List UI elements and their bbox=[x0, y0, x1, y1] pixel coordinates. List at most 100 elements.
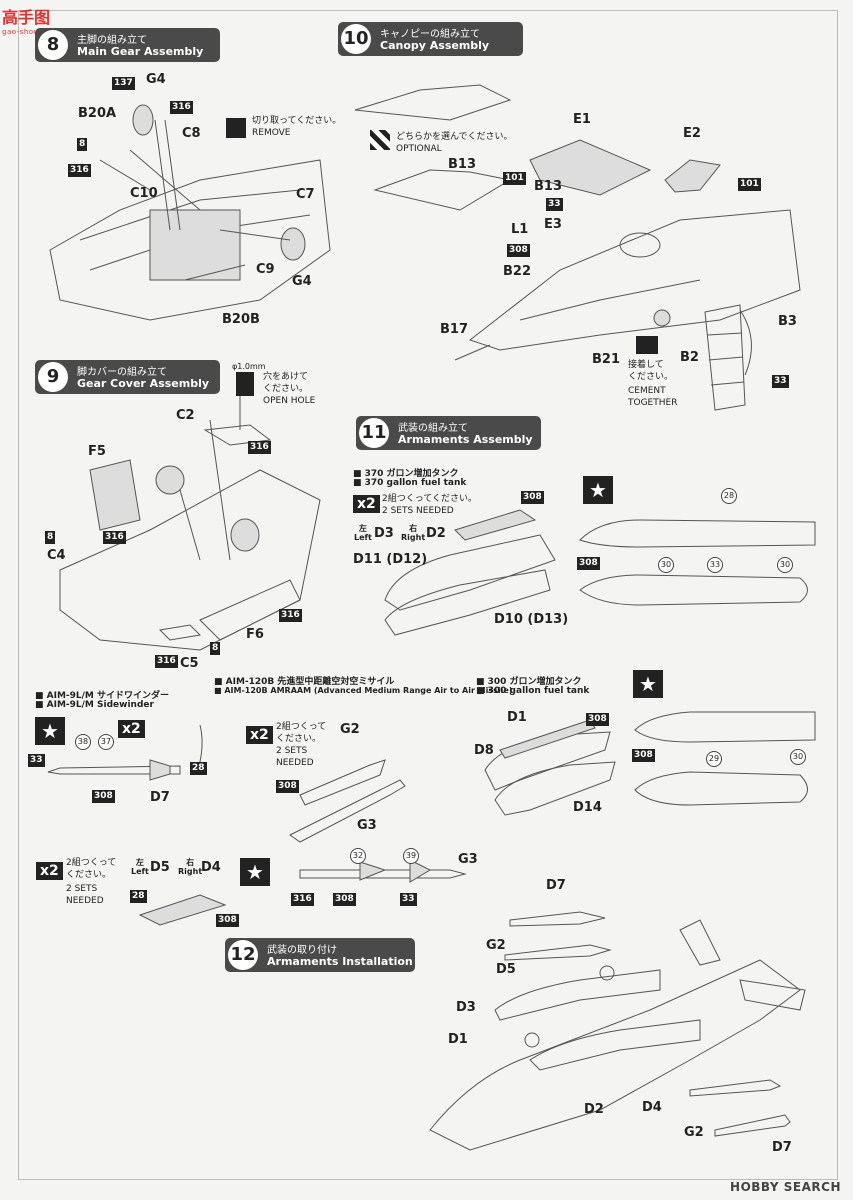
part-g2-install-bottom: G2 bbox=[684, 1125, 704, 1140]
step-8-title-en: Main Gear Assembly bbox=[77, 45, 204, 58]
step10-art bbox=[354, 84, 801, 411]
paint-101-left: 101 bbox=[503, 172, 526, 185]
part-d3: D3 bbox=[374, 526, 394, 541]
paint-308-aim120: 308 bbox=[276, 780, 299, 793]
part-g3-aim120: G3 bbox=[357, 818, 377, 833]
aim120-title-jp: AIM-120B 先進型中距離空対空ミサイル bbox=[214, 674, 395, 687]
part-d1-tank300: D1 bbox=[507, 710, 527, 725]
tank300-title-en: 300 gallon fuel tank bbox=[476, 686, 590, 696]
star-icon-tank370: ★ bbox=[583, 476, 613, 504]
step-10-number: 10 bbox=[341, 24, 371, 54]
left-jp: 左 bbox=[358, 524, 367, 533]
x2-badge-tank370: x2 bbox=[353, 495, 380, 513]
step-11-title-en: Armaments Assembly bbox=[398, 433, 533, 446]
part-d7-install-top: D7 bbox=[546, 878, 566, 893]
paint-308-l1: 308 bbox=[507, 244, 530, 257]
tank370-title-en: 370 gallon fuel tank bbox=[353, 478, 467, 488]
part-b13: B13 bbox=[534, 179, 562, 194]
sets-note-jp-aim120-a: 2組つくって bbox=[276, 722, 327, 732]
tank300-title-jp: 300 ガロン増加タンク bbox=[476, 674, 582, 687]
hole-note-en: OPEN HOLE bbox=[263, 396, 316, 406]
step-12-title-en: Armaments Installation bbox=[267, 955, 413, 968]
step-9-title-en: Gear Cover Assembly bbox=[77, 377, 210, 390]
part-d2-tank: D2 bbox=[426, 526, 446, 541]
paint-308-aim120-side: 308 bbox=[333, 893, 356, 906]
paint-8-c4: 8 bbox=[45, 531, 56, 544]
scissors-icon bbox=[226, 118, 246, 138]
hole-diameter: φ1.0mm bbox=[232, 362, 266, 371]
paint-308-tank300: 308 bbox=[632, 749, 655, 762]
step11-art bbox=[47, 509, 816, 926]
paint-33-b13: 33 bbox=[546, 198, 563, 211]
left-jp-d5: 左 bbox=[135, 858, 144, 867]
paint-308-tank370-pylon: 308 bbox=[521, 491, 544, 504]
right-jp: 右 bbox=[409, 524, 418, 533]
step-11-title-jp: 武装の組み立て bbox=[398, 423, 468, 434]
step-12-header: 12 武装の取り付け Armaments Installation bbox=[225, 938, 415, 972]
page-frame bbox=[18, 10, 838, 1180]
part-g4-top: G4 bbox=[146, 72, 166, 87]
step-9-number: 9 bbox=[38, 362, 68, 392]
part-g2-install-top: G2 bbox=[486, 938, 506, 953]
part-g2-aim120: G2 bbox=[340, 722, 360, 737]
paint-29: 29 bbox=[706, 751, 722, 767]
brand-watermark: HOBBY SEARCH bbox=[730, 1180, 841, 1194]
step-10-header: 10 キャノピーの組み立て Canopy Assembly bbox=[338, 22, 523, 56]
part-l1: L1 bbox=[511, 222, 529, 237]
part-e1: E1 bbox=[573, 112, 591, 127]
sets-note-jp-pylon-b: ください。 bbox=[66, 870, 112, 880]
part-f6: F6 bbox=[246, 627, 264, 642]
part-d11: D11 (D12) bbox=[353, 552, 428, 567]
x2-badge-pylon: x2 bbox=[36, 862, 63, 880]
part-e2: E2 bbox=[683, 126, 701, 141]
sets-note-jp-pylon-a: 2組つくって bbox=[66, 858, 117, 868]
paint-33-b3: 33 bbox=[772, 375, 789, 388]
part-b3: B3 bbox=[778, 314, 797, 329]
sets-note-en-pylon-b: NEEDED bbox=[66, 896, 104, 906]
paint-8-step8: 8 bbox=[77, 138, 88, 151]
part-d4-install: D4 bbox=[642, 1100, 662, 1115]
paint-316-f5: 316 bbox=[103, 531, 126, 544]
step12-art bbox=[429, 911, 806, 1151]
cement-icon bbox=[636, 336, 658, 354]
sets-note-en-pylon-a: 2 SETS bbox=[66, 884, 98, 894]
step8-art bbox=[49, 104, 331, 321]
paint-33-aim120-side: 33 bbox=[400, 893, 417, 906]
part-f5: F5 bbox=[88, 444, 106, 459]
paint-137: 137 bbox=[112, 77, 135, 90]
part-g4-bottom: G4 bbox=[292, 274, 312, 289]
paint-28-tank370: 28 bbox=[721, 488, 737, 504]
paint-308-tank300-pylon: 308 bbox=[586, 713, 609, 726]
paint-316-step8-left: 316 bbox=[68, 164, 91, 177]
paint-30-tank300: 30 bbox=[790, 749, 806, 765]
part-d1-install: D1 bbox=[448, 1032, 468, 1047]
sets-note-en-aim120-a: 2 SETS bbox=[276, 746, 308, 756]
aim9-title-jp: AIM-9L/M サイドワインダー bbox=[35, 688, 169, 701]
part-d10: D10 (D13) bbox=[494, 612, 569, 627]
paint-316-c5: 316 bbox=[155, 655, 178, 668]
paint-39: 39 bbox=[403, 848, 419, 864]
part-d4-pylon: D4 bbox=[201, 860, 221, 875]
paint-316-g4: 316 bbox=[170, 101, 193, 114]
paint-28-aim9: 28 bbox=[190, 762, 207, 775]
part-d3-install: D3 bbox=[456, 1000, 476, 1015]
watermark-sub: gao-shoutu.com bbox=[2, 28, 66, 36]
paint-30-tank370-a: 30 bbox=[658, 557, 674, 573]
part-d7-install-bottom: D7 bbox=[772, 1140, 792, 1155]
part-c5: C5 bbox=[180, 656, 199, 671]
tank370-title-jp: 370 ガロン増加タンク bbox=[353, 466, 459, 479]
paint-101-right: 101 bbox=[738, 178, 761, 191]
cement-note-en2: TOGETHER bbox=[628, 398, 678, 408]
optional-icon bbox=[370, 130, 390, 150]
aim120-title-en: AIM-120B AMRAAM (Advanced Medium Range A… bbox=[214, 686, 512, 695]
left-en: Left bbox=[354, 533, 372, 542]
part-b22: B22 bbox=[503, 264, 531, 279]
part-d2-install: D2 bbox=[584, 1102, 604, 1117]
optional-note-jp: どちらかを選んでください。 bbox=[396, 132, 513, 142]
cement-note-jp1: 接着して bbox=[628, 360, 664, 370]
part-d14: D14 bbox=[573, 800, 602, 815]
